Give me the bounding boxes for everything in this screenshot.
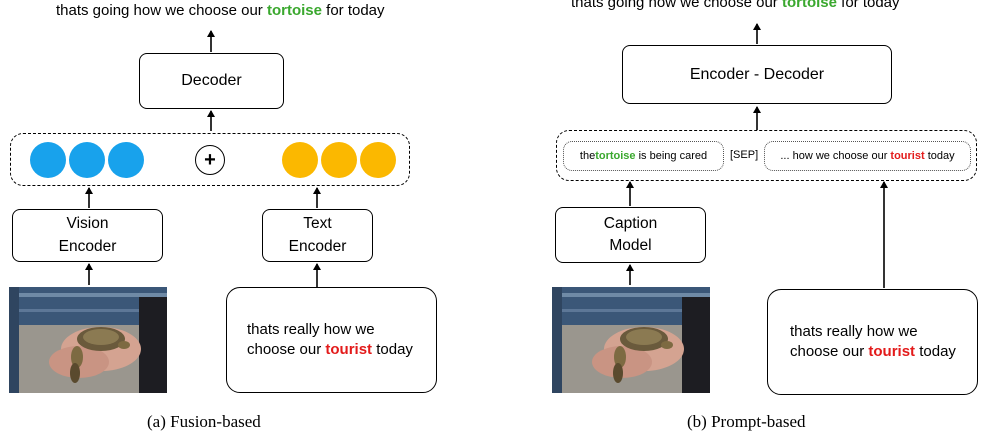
caption-b: (b) Prompt-based [687,412,806,432]
decoder-label: Decoder [181,72,242,90]
tortoise-photo-b [552,287,710,393]
segment-key-word: tortoise [595,150,636,162]
output-text-tail: for today [321,2,385,19]
text-feature-dot-3 [360,142,396,178]
vision-encoder-label-2: Encoder [58,237,117,255]
input-text-tail: today [915,343,956,360]
text-feature-dot-2 [321,142,357,178]
segment-text: the [579,150,596,162]
caption-model-label-2: Model [609,237,652,254]
input-key-word: tourist [325,341,373,358]
fusion-output-sentence: thats going how we choose our tortoise f… [56,2,385,19]
fusion-features-box [10,133,410,186]
decoder-box: Decoder [139,53,284,109]
output-text: thats going how we choose our [56,2,267,19]
sep-token: [SEP] [730,149,758,161]
input-text-line-2: choose our tourist today [790,342,956,362]
input-text-line-1: thats really how we [790,322,918,340]
vision-feature-dot-1 [30,142,66,178]
caption-a-text: (a) Fusion-based [147,412,261,431]
input-text-tail: today [372,341,413,358]
segment-key-word: tourist [890,150,925,162]
prompt-output-sentence: thats going how we choose our tortoise f… [571,0,900,11]
input-text-box-b: thats really how we choose our tourist t… [767,289,978,395]
text-encoder-label-1: Text [303,215,332,233]
encoder-decoder-box: Encoder - Decoder [622,45,892,104]
prompt-segment-text: ... how we choose our tourist today [764,141,971,171]
fusion-plus-icon: + [195,145,225,175]
caption-model-label-1: Caption [603,214,658,232]
prompt-input-box [556,130,977,181]
vision-encoder-label-1: Vision [66,215,109,233]
segment-text-tail: today [924,150,955,162]
sep-token-text: [SEP] [730,149,759,161]
caption-a: (a) Fusion-based [147,412,261,432]
input-key-word: tourist [868,343,916,360]
caption-b-text: (b) Prompt-based [687,412,806,431]
plus-symbol: + [204,149,216,171]
output-key-word: tortoise [266,2,322,19]
tortoise-image-icon [9,287,167,393]
input-text-line-2: choose our tourist today [247,340,413,360]
output-text: thats going how we choose our [571,0,782,11]
segment-text-tail: is being cared [635,150,708,162]
output-key-word: tortoise [781,0,837,11]
text-feature-dot-1 [282,142,318,178]
input-text-box-a: thats really how we choose our tourist t… [226,287,437,393]
segment-text: ... how we choose our [780,150,891,162]
input-text-segment: choose our [790,343,869,360]
input-text-segment: choose our [247,341,326,358]
vision-feature-dot-3 [108,142,144,178]
text-encoder-label-2: Encoder [288,237,347,255]
tortoise-photo-a [9,287,167,393]
prompt-segment-caption: the tortoise is being cared [563,141,724,171]
tortoise-image-icon [552,287,710,393]
encoder-decoder-label: Encoder - Decoder [689,65,825,83]
vision-feature-dot-2 [69,142,105,178]
output-text-tail: for today [836,0,900,11]
input-text-line-1: thats really how we [247,320,375,338]
